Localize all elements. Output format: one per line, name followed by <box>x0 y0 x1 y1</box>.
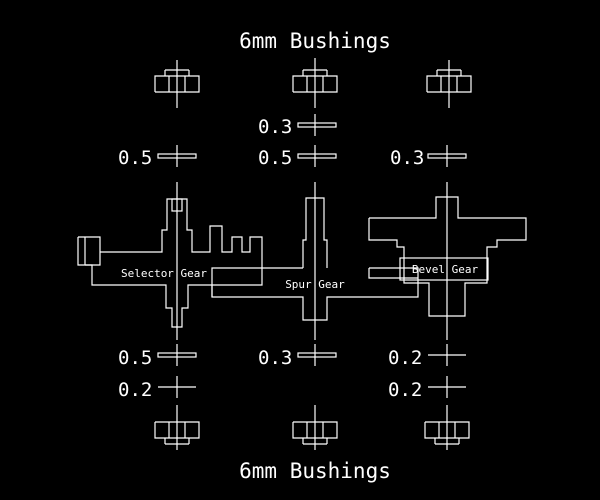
bottom-bushing-right <box>424 405 470 450</box>
spacer-label-right-upper: 0.3 <box>390 147 424 169</box>
selector-gear <box>77 182 263 340</box>
top-bushing-center <box>292 58 338 108</box>
top-bushing-right <box>426 60 472 108</box>
spacer-label-center-upper: 0.5 <box>258 147 292 169</box>
spacer-label-right-lower-a: 0.2 <box>388 347 422 369</box>
spacer-left-upper <box>157 145 197 167</box>
spacer-right-lower-a <box>428 344 466 366</box>
bottom-bushing-left <box>154 405 200 450</box>
title-bottom: 6mm Bushings <box>239 459 391 483</box>
title-top: 6mm Bushings <box>239 29 391 53</box>
spacer-center-upper <box>297 145 337 167</box>
spacer-label-left-lower-a: 0.5 <box>118 347 152 369</box>
spacer-right-upper <box>427 145 467 167</box>
spur-gear-label: Spur Gear <box>285 278 345 291</box>
spacer-right-lower-b <box>428 376 466 398</box>
selector-gear-label: Selector Gear <box>121 267 207 280</box>
spacer-center-lower <box>297 344 337 366</box>
spacer-label-left-lower-b: 0.2 <box>118 379 152 401</box>
top-bushing-left <box>154 60 200 108</box>
bevel-gear-label: Bevel Gear <box>412 263 479 276</box>
spacer-label-center-lower: 0.3 <box>258 347 292 369</box>
spacer-label-right-lower-b: 0.2 <box>388 379 422 401</box>
spacer-left-lower-a <box>157 344 197 366</box>
spur-gear <box>211 182 419 340</box>
bottom-bushing-center <box>292 405 338 450</box>
spacer-label-center-top: 0.3 <box>258 116 292 138</box>
spacer-label-left-upper: 0.5 <box>118 147 152 169</box>
spacer-left-lower-b <box>158 376 196 398</box>
bevel-gear <box>368 182 527 340</box>
spacer-center-top <box>297 114 337 136</box>
